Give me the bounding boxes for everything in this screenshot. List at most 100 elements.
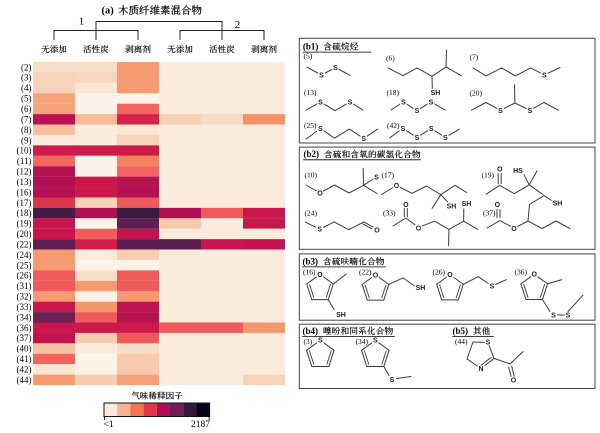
svg-text:S: S [429, 126, 434, 133]
svg-text:S: S [490, 284, 495, 291]
svg-text:(37): (37) [483, 209, 496, 218]
svg-text:(6): (6) [386, 54, 395, 63]
svg-text:(20): (20) [17, 229, 32, 239]
svg-text:S: S [318, 338, 323, 345]
svg-text:(42): (42) [387, 121, 400, 130]
svg-text:HS: HS [513, 168, 523, 175]
svg-text:S: S [415, 108, 420, 115]
svg-text:(13): (13) [17, 177, 32, 187]
svg-text:S: S [443, 135, 448, 142]
svg-text:O: O [447, 272, 453, 279]
svg-text:2: 2 [235, 19, 241, 31]
svg-text:O: O [531, 272, 537, 279]
svg-text:SH: SH [431, 90, 441, 97]
svg-text:(44): (44) [455, 337, 468, 346]
svg-text:S: S [542, 72, 547, 79]
svg-text:(b4): (b4) [303, 326, 319, 336]
svg-text:O: O [511, 378, 517, 385]
svg-text:N: N [478, 366, 483, 373]
svg-text:SH: SH [416, 285, 426, 292]
svg-text:(11): (11) [17, 156, 32, 166]
svg-text:S: S [528, 108, 533, 115]
svg-text:(7): (7) [470, 53, 479, 62]
svg-text:(10): (10) [17, 146, 32, 156]
svg-text:S: S [333, 65, 338, 72]
svg-text:(17): (17) [17, 198, 32, 208]
svg-text:(5): (5) [21, 94, 32, 104]
svg-text:(18): (18) [17, 208, 32, 218]
svg-text:(37): (37) [17, 333, 32, 343]
svg-text:(41): (41) [17, 354, 32, 364]
svg-text:(12): (12) [17, 167, 32, 177]
svg-text:(25): (25) [17, 260, 32, 270]
svg-text:SH: SH [462, 201, 472, 208]
svg-text:O: O [317, 272, 323, 279]
svg-text:S: S [318, 99, 323, 106]
svg-text:1: 1 [79, 16, 85, 28]
svg-text:2187: 2187 [191, 420, 210, 430]
svg-text:S: S [498, 108, 503, 115]
svg-text:(19): (19) [17, 219, 32, 229]
svg-text:S: S [429, 99, 434, 106]
svg-text:(4): (4) [21, 83, 32, 93]
svg-text:(6): (6) [21, 104, 32, 114]
svg-text:(8): (8) [21, 125, 32, 135]
svg-text:(44): (44) [17, 375, 32, 385]
svg-text:(22): (22) [359, 268, 372, 277]
svg-text:(20): (20) [470, 89, 483, 98]
svg-text:O: O [317, 191, 323, 198]
svg-text:O: O [416, 225, 422, 232]
svg-text:S: S [401, 126, 406, 133]
svg-text:S: S [318, 126, 323, 133]
svg-text:O: O [497, 166, 503, 173]
svg-text:S: S [486, 340, 491, 347]
svg-text:(25): (25) [304, 121, 317, 130]
svg-text:O: O [394, 183, 400, 190]
svg-text:(3): (3) [21, 73, 32, 83]
svg-text:(33): (33) [383, 209, 396, 218]
svg-text:SH: SH [553, 200, 563, 207]
svg-text:O: O [403, 202, 409, 209]
svg-text:SH: SH [447, 203, 457, 210]
svg-text:O: O [374, 228, 380, 235]
svg-text:(b5): (b5) [453, 326, 469, 336]
svg-text:(2): (2) [21, 62, 32, 72]
svg-text:S: S [390, 377, 395, 384]
svg-text:S: S [415, 135, 420, 142]
svg-text:(17): (17) [382, 171, 395, 180]
svg-text:O: O [373, 272, 379, 279]
svg-text:(16): (16) [303, 268, 316, 277]
svg-text:S: S [319, 73, 324, 80]
svg-text:S: S [348, 99, 353, 106]
svg-text:(26): (26) [17, 271, 32, 281]
svg-text:S: S [566, 313, 571, 320]
svg-text:(42): (42) [17, 364, 32, 374]
svg-text:(10): (10) [305, 171, 318, 180]
svg-text:(33): (33) [17, 302, 32, 312]
svg-text:(36): (36) [17, 323, 32, 333]
svg-text:(19): (19) [482, 171, 495, 180]
svg-text:(3): (3) [304, 337, 313, 346]
svg-text:(18): (18) [387, 88, 400, 97]
svg-text:(b2): (b2) [304, 149, 320, 159]
svg-text:(a): (a) [102, 5, 115, 16]
svg-text:(34): (34) [356, 337, 369, 346]
svg-text:O: O [511, 226, 517, 233]
svg-text:<1: <1 [104, 420, 114, 430]
svg-text:O: O [495, 202, 501, 209]
svg-text:SH: SH [336, 312, 346, 319]
svg-text:S: S [361, 136, 366, 143]
svg-text:(24): (24) [305, 209, 318, 218]
svg-text:(36): (36) [515, 268, 528, 277]
svg-text:S: S [551, 313, 556, 320]
svg-text:(13): (13) [304, 88, 317, 97]
svg-text:(16): (16) [17, 187, 32, 197]
svg-text:S: S [317, 227, 322, 234]
svg-text:(24): (24) [17, 250, 32, 260]
svg-text:(5): (5) [304, 52, 313, 61]
svg-text:(b1): (b1) [303, 42, 319, 52]
svg-text:S: S [401, 99, 406, 106]
svg-text:(32): (32) [17, 292, 32, 302]
svg-text:(22): (22) [17, 239, 32, 249]
svg-text:(31): (31) [17, 281, 32, 291]
